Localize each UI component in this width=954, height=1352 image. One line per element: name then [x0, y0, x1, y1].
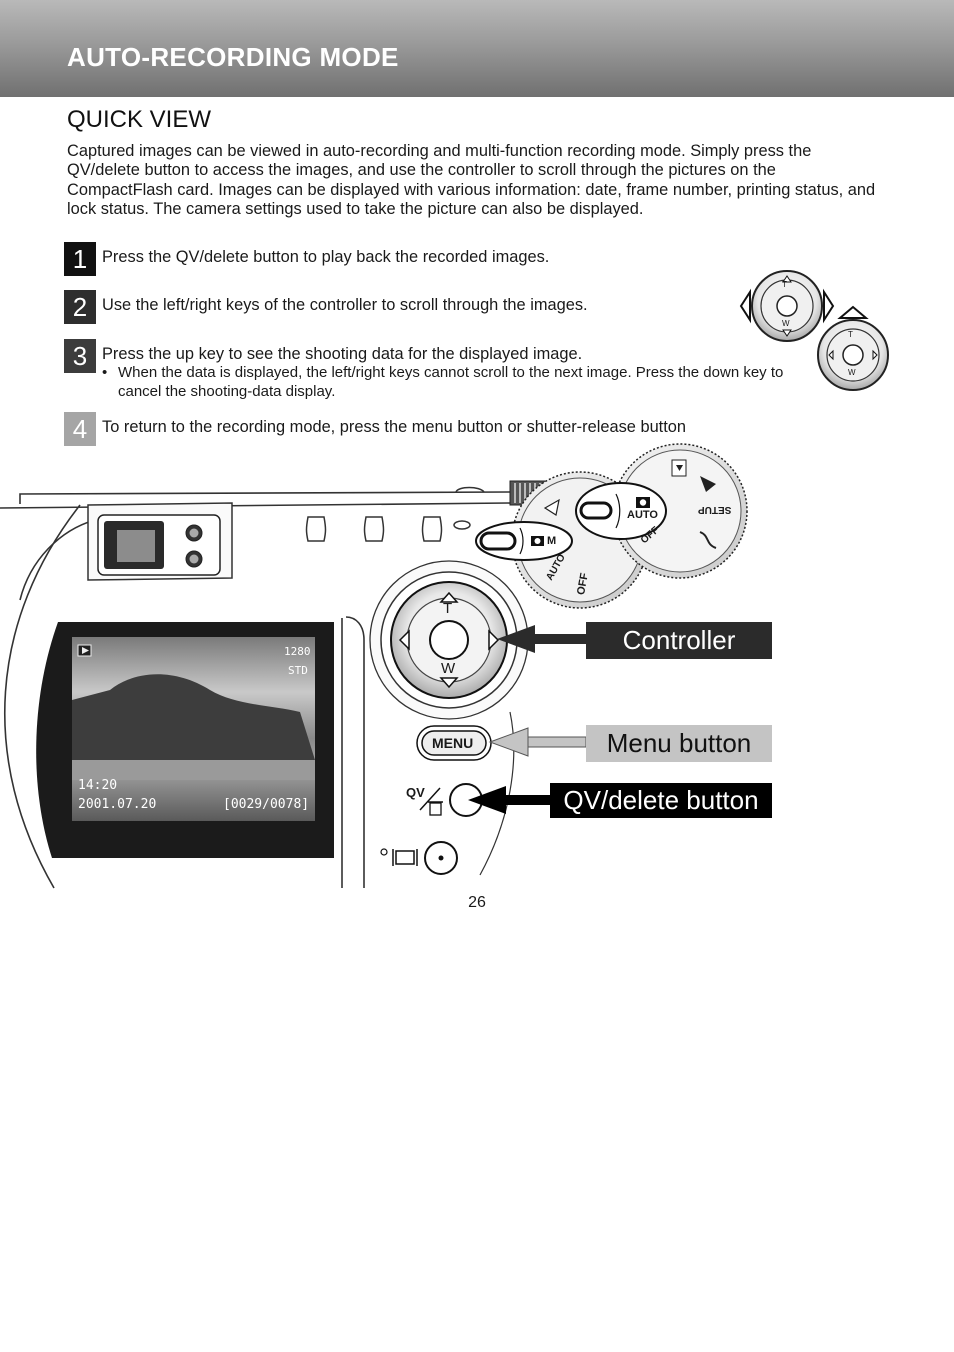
controller-wide-label: W	[441, 660, 456, 677]
qv-label: QV	[406, 785, 425, 800]
screen-date-label: 2001.07.20	[78, 797, 157, 812]
camera-body	[0, 491, 511, 889]
step-text: Press the QV/delete button to play back …	[102, 248, 550, 266]
body-curve	[479, 711, 515, 876]
display-mode-button[interactable]	[380, 841, 458, 875]
lcd-monitor	[36, 622, 334, 858]
mode-bubble-front	[575, 482, 667, 540]
screen-frame-label: [0029/0078]	[223, 797, 310, 812]
mode-bubble-rear	[475, 521, 573, 561]
callout-controller: Controller	[586, 622, 772, 659]
step-number: 1	[64, 242, 96, 276]
callout-arrow-qv	[468, 786, 550, 814]
mode-dial-front	[612, 443, 748, 579]
controller-tele-label: T	[443, 600, 453, 617]
step-text: Press the up key to see the shooting dat…	[102, 345, 583, 363]
screen-quality-label: STD	[288, 664, 308, 677]
menu-button[interactable]	[416, 725, 492, 761]
page-header: AUTO-RECORDING MODE	[0, 0, 954, 97]
bullet-dot: •	[102, 364, 108, 381]
callout-arrow-menu	[488, 727, 587, 757]
strap-lugs	[305, 516, 471, 542]
small-wide-label: W	[782, 319, 790, 328]
page-number: 26	[468, 894, 486, 911]
step-number: 3	[64, 339, 96, 373]
step-text: Use the left/right keys of the controlle…	[102, 296, 588, 314]
callout-qv-delete-button: QV/delete button	[550, 783, 772, 818]
callout-arrow-controller	[497, 625, 586, 653]
bullet-text: When the data is displayed, the left/rig…	[118, 364, 784, 400]
dial-setup-label: SETUP	[698, 504, 732, 515]
intro-paragraph: Captured images can be viewed in auto-re…	[67, 142, 876, 218]
callout-menu-button: Menu button	[586, 725, 772, 762]
small-wide-label: W	[848, 368, 856, 377]
small-tele-label: T	[782, 280, 787, 289]
step-number: 4	[64, 412, 96, 446]
step-text: To return to the recording mode, press t…	[102, 418, 687, 436]
menu-button-label: MENU	[432, 735, 474, 751]
dial-auto-label: AUTO	[627, 509, 658, 521]
section-title: QUICK VIEW	[67, 106, 212, 133]
viewfinder	[87, 502, 233, 581]
controller[interactable]	[369, 560, 529, 720]
screen-time-label: 14:20	[78, 778, 118, 793]
step-number: 2	[64, 290, 96, 324]
header-title: AUTO-RECORDING MODE	[67, 42, 399, 72]
small-tele-label: T	[848, 330, 853, 339]
dial-m-label: M	[547, 535, 557, 547]
qv-delete-button[interactable]	[419, 783, 483, 817]
step-bullet: • When the data is displayed, the left/r…	[102, 364, 802, 401]
screen-size-label: 1280	[284, 645, 311, 658]
